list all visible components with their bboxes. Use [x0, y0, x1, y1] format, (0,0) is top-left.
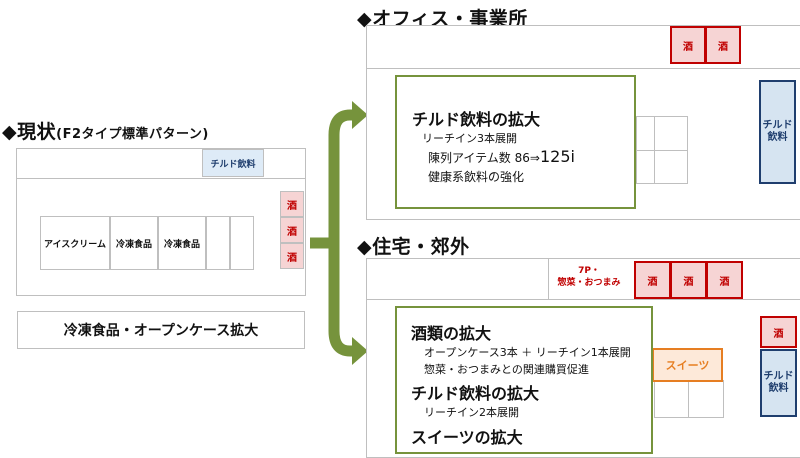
residential-chilled-drinks-case: チルド飲料 [760, 349, 797, 417]
sake-shelf: 酒 [706, 261, 743, 299]
empty-case [206, 216, 230, 270]
prepared-food-snacks-shelf: 7P・惣菜・おつまみ [557, 266, 621, 288]
current-caption: 冷凍食品・オープンケース拡大 [17, 311, 305, 349]
current-heading: ◆現状(F2タイプ標準パターン) [2, 121, 209, 143]
empty-case [230, 216, 254, 270]
sake-reach-in: 酒 [760, 316, 797, 348]
sake-shelf: 酒 [280, 243, 304, 269]
sake-shelf: 酒 [280, 217, 304, 243]
residential-store-aisle-line [366, 299, 800, 300]
sake-shelf: 酒 [670, 261, 707, 299]
office-plan-reachin: リーチイン3本展開 [422, 132, 517, 145]
residential-plan-cross-sell: 惣菜・おつまみとの関連購買促進 [424, 363, 589, 376]
residential-heading: ◆住宅・郊外 [357, 236, 470, 258]
office-plan-items: 陳列アイテム数 86⇒125i [428, 147, 575, 166]
residential-plan-liquor-title: 酒類の拡大 [411, 324, 492, 343]
current-chilled-drinks-shelf: チルド飲料 [202, 149, 264, 177]
residential-plan-liquor-cases: オープンケース3本 ＋ リーチイン1本展開 [424, 346, 631, 359]
sake-shelf: 酒 [705, 26, 741, 64]
office-store-aisle-line [366, 68, 800, 69]
office-heading: ◆オフィス・事業所 [357, 8, 528, 30]
sake-shelf: 酒 [634, 261, 671, 299]
office-case-divider [636, 150, 688, 151]
ice-cream-case: アイスクリーム [40, 216, 110, 270]
office-plan-health: 健康系飲料の強化 [428, 170, 525, 184]
residential-plan-chilled-title: チルド飲料の拡大 [411, 384, 540, 403]
sake-shelf: 酒 [670, 26, 706, 64]
frozen-food-case-1: 冷凍食品 [110, 216, 158, 270]
residential-case-divider [688, 380, 689, 418]
residential-case-grid [654, 380, 724, 418]
residential-plan-box: 酒類の拡大 オープンケース3本 ＋ リーチイン1本展開 惣菜・おつまみとの関連購… [395, 306, 653, 454]
office-case-divider [654, 116, 655, 184]
shelf-divider [548, 259, 549, 299]
current-store-aisle-line [16, 178, 306, 179]
frozen-food-case-2: 冷凍食品 [158, 216, 206, 270]
office-plan-box: チルド飲料の拡大 リーチイン3本展開 陳列アイテム数 86⇒125i 健康系飲料… [395, 75, 636, 209]
branch-arrow [310, 101, 368, 365]
office-plan-title: チルド飲料の拡大 [412, 110, 541, 129]
residential-plan-sweets-title: スイーツの拡大 [411, 428, 523, 447]
sweets-case: スイーツ [652, 348, 723, 382]
office-chilled-drinks-case: チルド飲料 [759, 80, 796, 184]
sake-shelf: 酒 [280, 191, 304, 217]
residential-plan-chilled-reachin: リーチイン2本展開 [424, 406, 519, 419]
